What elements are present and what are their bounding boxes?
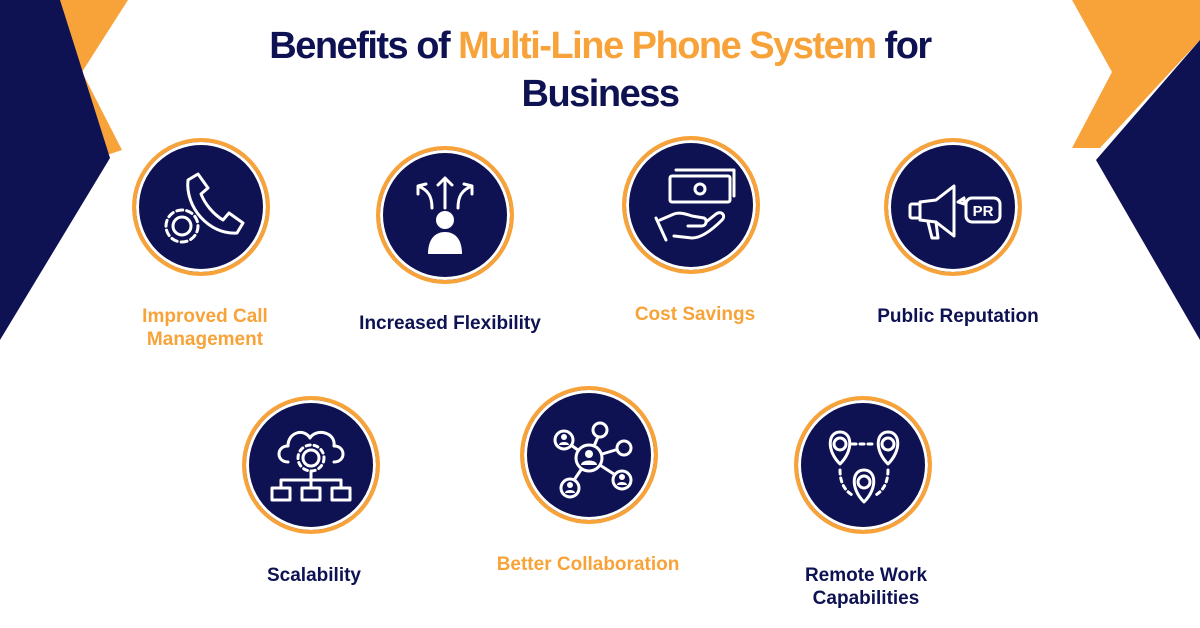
megaphone-pr-icon: PR [908, 184, 1002, 240]
phone-gear-icon [164, 172, 245, 244]
people-network-icon [553, 421, 633, 499]
benefit-label-flexibility: Increased Flexibility [359, 313, 541, 334]
title-part2: for Business [521, 25, 933, 115]
benefit-badge-scalability [242, 396, 380, 534]
benefit-label-public-reputation: Public Reputation [877, 306, 1039, 327]
benefit-label-cost-savings: Cost Savings [634, 304, 756, 325]
hand-money-icon [654, 168, 736, 242]
right-orange-chevron [1072, 0, 1200, 148]
title-part1: Benefits of [269, 25, 459, 67]
cloud-network-icon [270, 430, 352, 502]
left-navy-chevron [0, 0, 110, 340]
location-pins-icon [828, 430, 900, 504]
benefit-label-call-management: Improved Call Management [142, 306, 268, 350]
benefit-badge-call-management [132, 138, 270, 276]
benefit-badge-public-reputation: PR [884, 138, 1022, 276]
right-navy-chevron [1096, 40, 1200, 340]
benefit-badge-cost-savings [622, 136, 760, 274]
benefit-label-collaboration: Better Collaboration [496, 554, 680, 575]
benefit-label-remote-work: Remote Work Capabilities [804, 565, 928, 609]
benefit-badge-remote-work [794, 396, 932, 534]
person-arrows-icon [416, 176, 474, 254]
benefit-badge-collaboration [520, 386, 658, 524]
page-title: Benefits of Multi-Line Phone System for … [250, 22, 950, 118]
pr-badge-text: PR [973, 203, 994, 220]
title-accent: Multi-Line Phone System [458, 25, 877, 67]
benefit-label-scalability: Scalability [267, 565, 361, 586]
benefit-badge-flexibility [376, 146, 514, 284]
